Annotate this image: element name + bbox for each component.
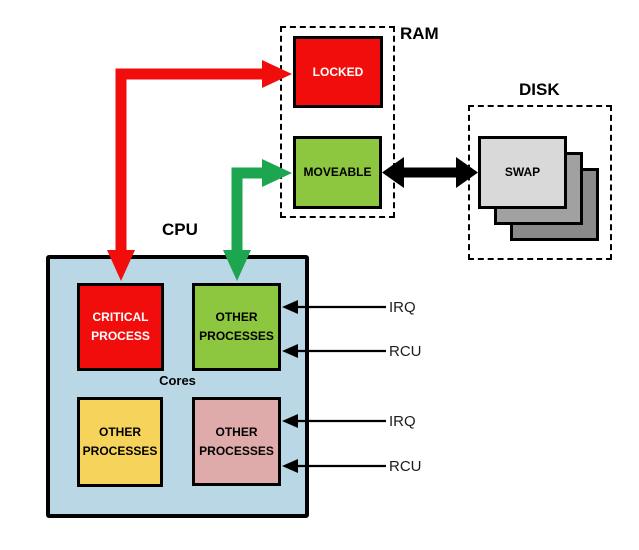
swap-front-box: SWAP: [478, 136, 567, 209]
rcu-label-2: RCU: [389, 457, 422, 475]
critical-process-label: CRITICAL PROCESS: [91, 310, 150, 343]
other-processes-pink-box: OTHER PROCESSES: [192, 397, 281, 486]
other-processes-green-box: OTHER PROCESSES: [192, 283, 281, 371]
other-processes-yellow-box: OTHER PROCESSES: [77, 397, 163, 487]
other-processes-green-label: OTHER PROCESSES: [199, 310, 274, 343]
other-processes-pink-label: OTHER PROCESSES: [199, 424, 274, 458]
ram-label: RAM: [400, 24, 439, 43]
swap-label: SWAP: [504, 165, 541, 180]
locked-label: LOCKED: [312, 64, 364, 79]
red-elbow-arrow: [107, 60, 292, 281]
cores-label: Cores: [159, 373, 196, 388]
swap-double-arrow: [382, 157, 478, 188]
critical-process-box: CRITICAL PROCESS: [77, 283, 164, 371]
moveable-label: MOVEABLE: [303, 165, 372, 180]
cpu-label: CPU: [162, 220, 198, 239]
rcu-label-1: RCU: [389, 342, 422, 360]
moveable-box: MOVEABLE: [293, 136, 382, 209]
disk-label: DISK: [519, 80, 560, 99]
irq-label-1: IRQ: [389, 298, 416, 316]
irq-label-2: IRQ: [389, 412, 416, 430]
locked-box: LOCKED: [293, 36, 383, 108]
ram-region: [280, 26, 395, 218]
other-processes-yellow-label: OTHER PROCESSES: [82, 425, 158, 458]
